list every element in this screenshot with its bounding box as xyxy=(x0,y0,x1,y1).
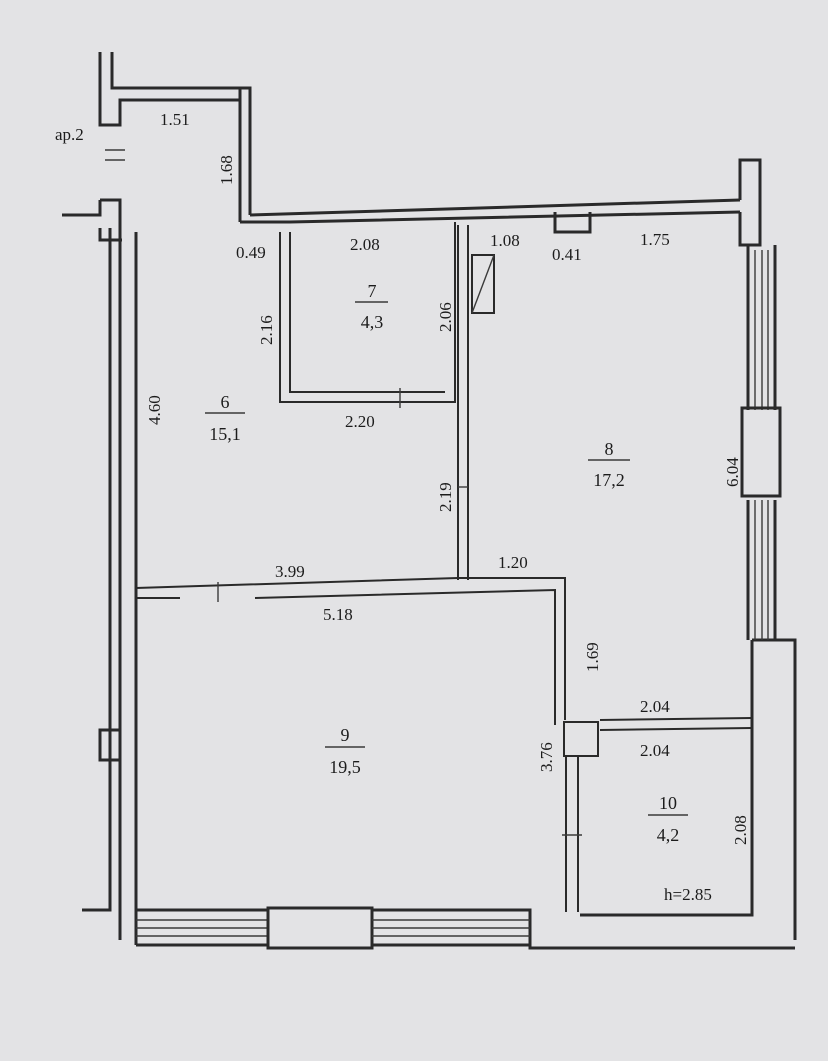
dim-2-19: 2.19 xyxy=(436,482,455,512)
dim-5-18: 5.18 xyxy=(323,605,353,624)
dim-3-76: 3.76 xyxy=(537,742,556,772)
dim-2-08-top: 2.08 xyxy=(350,235,380,254)
room-fraction-lines xyxy=(205,301,688,816)
dim-2-06: 2.06 xyxy=(436,302,455,332)
dim-1-75: 1.75 xyxy=(640,230,670,249)
dim-2-08-right: 2.08 xyxy=(731,815,750,845)
room-9-area: 19,5 xyxy=(329,757,361,777)
room-7-number: 7 xyxy=(368,281,377,301)
dim-2-04-lower: 2.04 xyxy=(640,741,670,760)
dim-1-08: 1.08 xyxy=(490,231,520,250)
room-10-area: 4,2 xyxy=(657,825,680,845)
dim-0-41: 0.41 xyxy=(552,245,582,264)
room-6-number: 6 xyxy=(221,392,230,412)
dim-1-20: 1.20 xyxy=(498,553,528,572)
room-8-area: 17,2 xyxy=(593,470,625,490)
room-8-number: 8 xyxy=(605,439,614,459)
room-6-area: 15,1 xyxy=(209,424,241,444)
dim-1-69: 1.69 xyxy=(583,642,602,672)
windows xyxy=(98,149,782,950)
room-10-number: 10 xyxy=(659,793,677,813)
interior-walls xyxy=(135,222,753,912)
room-7-area: 4,3 xyxy=(361,312,384,332)
balcony-label: ар.2 xyxy=(55,125,84,144)
dim-2-04-upper: 2.04 xyxy=(640,697,670,716)
dim-6-04: 6.04 xyxy=(723,457,742,487)
dim-1-51: 1.51 xyxy=(160,110,190,129)
room-9-number: 9 xyxy=(341,725,350,745)
dim-2-20: 2.20 xyxy=(345,412,375,431)
dim-2-16: 2.16 xyxy=(257,315,276,345)
dim-4-60: 4.60 xyxy=(145,395,164,425)
dim-0-49: 0.49 xyxy=(236,243,266,262)
ceiling-height: h=2.85 xyxy=(664,885,712,904)
dim-3-99: 3.99 xyxy=(275,562,305,581)
dim-1-68: 1.68 xyxy=(217,155,236,185)
exterior-walls xyxy=(62,52,797,950)
